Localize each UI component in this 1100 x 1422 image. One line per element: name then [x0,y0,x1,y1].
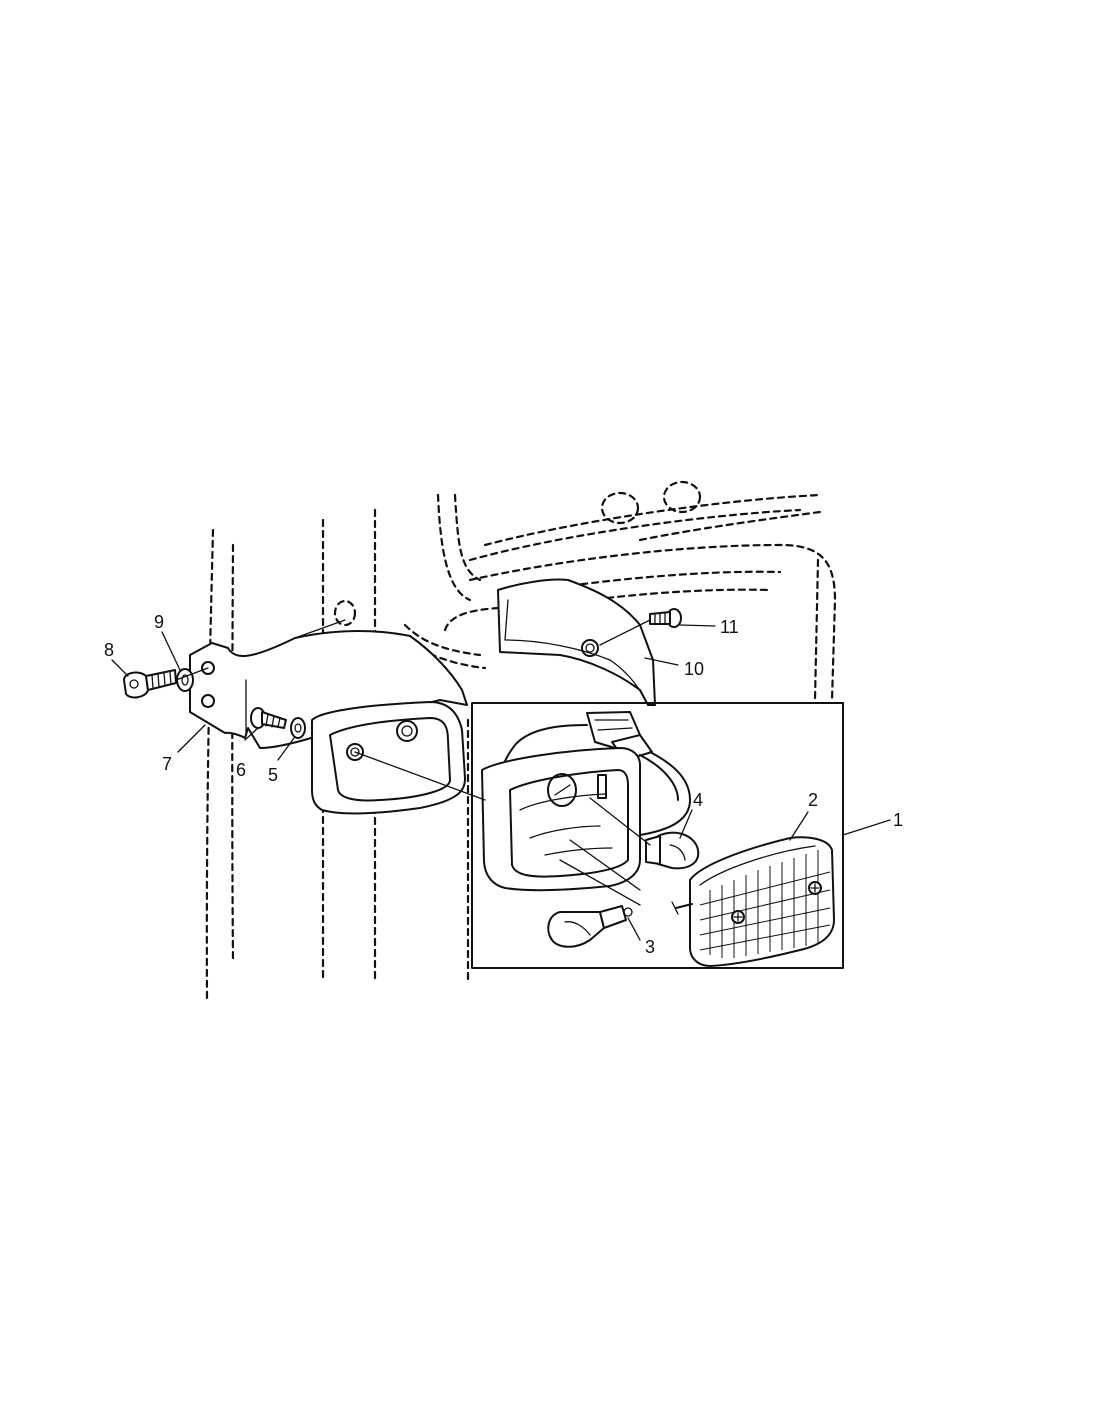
callout-8: 8 [104,640,114,660]
callout-10: 10 [684,659,704,679]
callout-5: 5 [268,765,278,785]
leader-lines [111,624,891,941]
washer-5 [290,717,306,739]
callout-7: 7 [162,754,172,774]
screw-11 [649,608,682,628]
assembly-guide-lines [175,619,651,906]
small-bulb [645,831,700,870]
callout-3: 3 [645,937,655,957]
cover-plate [497,578,656,706]
lamp-housing-rear [311,701,466,815]
cap-screw [123,669,177,699]
callout-11: 11 [720,617,739,637]
callout-labels: 1 2 3 4 5 6 7 8 9 10 11 [104,612,903,957]
callout-4: 4 [693,790,703,810]
lamp-body [481,747,641,892]
washer-9 [176,668,194,692]
callout-6: 6 [236,760,246,780]
callout-9: 9 [154,612,164,632]
lamp-lens [671,836,835,967]
callout-2: 2 [808,790,818,810]
lamp-assembly-kit-box [471,702,844,969]
callout-1: 1 [893,810,903,830]
large-bulb [547,905,633,948]
